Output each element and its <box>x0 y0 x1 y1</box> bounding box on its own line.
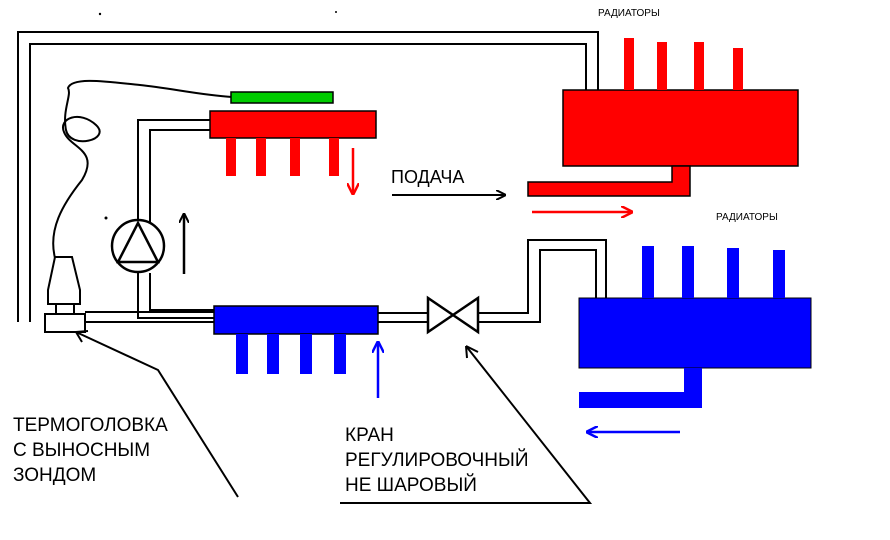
radiator-bottom <box>578 246 812 408</box>
valve-callout-line <box>340 345 593 504</box>
valve-line-3: НЕ ШАРОВЫЙ <box>345 475 477 496</box>
supply-manifold <box>209 110 377 176</box>
thermo-head-line-2: С ВЫНОСНЫМ <box>13 440 151 461</box>
flow-arrows <box>184 148 680 432</box>
valve-callout-tip2 <box>465 345 468 359</box>
return-link-pipe <box>85 311 215 323</box>
thermo-head-line-1: ТЕРМОГОЛОВКА <box>13 415 168 436</box>
thermo-callout-line <box>75 331 239 498</box>
callout-pointers <box>75 330 593 504</box>
circulation-pump <box>110 218 166 274</box>
thermostatic-head <box>44 256 86 333</box>
return-manifold <box>213 305 379 374</box>
supply-label: ПОДАЧА <box>391 167 465 187</box>
thermo-head-line-3: ЗОНДОМ <box>13 465 97 486</box>
probe-sensor <box>230 91 334 104</box>
stray-dots <box>98 11 337 220</box>
thermo-head-caption: ТЕРМОГОЛОВКА С ВЫНОСНЫМ ЗОНДОМ <box>13 413 168 488</box>
radiators-top-label: РАДИАТОРЫ <box>598 8 660 19</box>
thermo-callout-tip1 <box>75 330 89 333</box>
radiators-bottom-label: РАДИАТОРЫ <box>716 212 778 223</box>
valve-callout-tip1 <box>465 345 479 353</box>
valve-line-2: РЕГУЛИРОВОЧНЫЙ <box>345 450 529 471</box>
thermo-callout-tip2 <box>75 331 83 343</box>
pump-loop-pipes <box>137 119 215 319</box>
valve-caption: КРАН РЕГУЛИРОВОЧНЫЙ НЕ ШАРОВЫЙ <box>345 423 529 498</box>
outer-double-pipe <box>17 31 599 322</box>
capillary-tube <box>52 79 233 259</box>
balancing-valve <box>426 295 480 335</box>
radiator-top <box>527 38 799 197</box>
valve-line-1: КРАН <box>345 425 394 446</box>
valve-pipes <box>378 239 607 323</box>
